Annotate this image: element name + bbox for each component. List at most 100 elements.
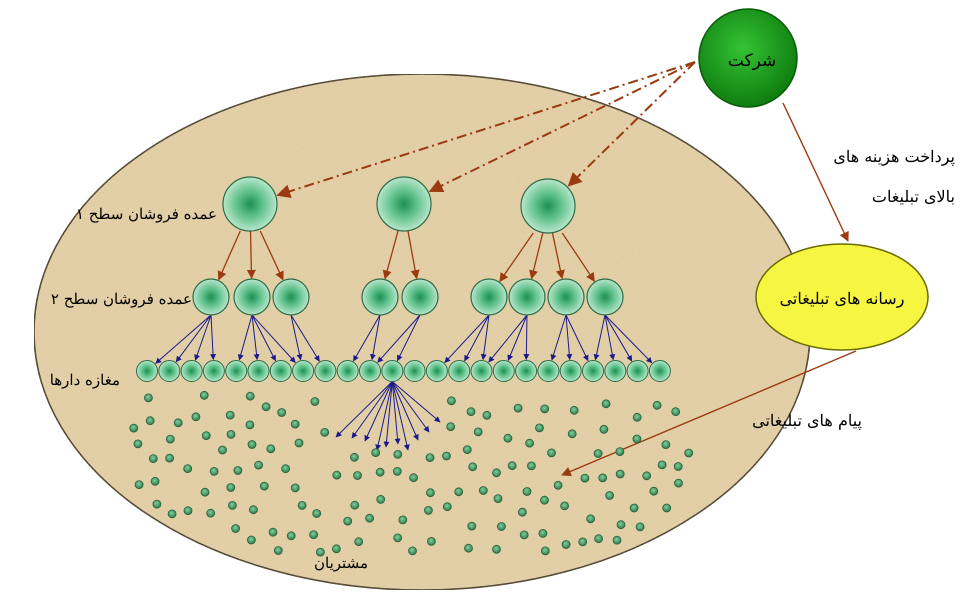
customer-dot — [350, 500, 360, 510]
customer-dot — [540, 404, 550, 414]
customer-dot — [673, 462, 683, 471]
customer-dot — [507, 461, 517, 471]
customer-dot — [513, 403, 523, 413]
customer-dot — [632, 412, 642, 422]
customer-dot — [464, 543, 473, 553]
customer-dot — [525, 438, 534, 448]
wholesaler2-to-shop-arrow — [290, 314, 320, 362]
wholesaler2-to-shop-arrow — [565, 314, 589, 362]
customer-dot — [580, 473, 590, 483]
customer-dot — [408, 546, 417, 556]
customer-dot — [201, 431, 211, 441]
customer-dot — [446, 422, 456, 432]
customer-dot — [261, 402, 271, 412]
customer-dot — [246, 535, 256, 545]
wholesaler-level2-node — [192, 278, 230, 316]
retail-shop-node — [559, 360, 582, 382]
customer-dot — [332, 470, 342, 480]
customer-dot — [371, 448, 381, 458]
customer-dot — [657, 460, 667, 470]
customer-dot — [375, 467, 385, 477]
customer-dot — [290, 419, 300, 429]
customer-dot — [183, 506, 193, 516]
customer-dot — [277, 408, 287, 417]
customer-dot — [376, 494, 386, 504]
shop-to-customer-arrow — [391, 381, 410, 451]
retail-shop-node — [492, 360, 515, 382]
customer-dot — [165, 453, 175, 463]
customer-dot — [409, 473, 419, 483]
wholesaler2-to-shop-arrow — [237, 314, 253, 361]
wholesaler1-to-wholesaler2-arrow — [382, 230, 399, 280]
wholesaler2-to-shop-arrow — [550, 314, 567, 361]
cost-label-line1: پرداخت هزینه های — [833, 147, 955, 166]
wholesaler-level2-node — [508, 278, 546, 316]
wholesaler2-to-shop-arrow — [290, 314, 303, 361]
retail-shop-node — [269, 360, 292, 382]
customer-dot — [281, 464, 291, 474]
customer-dot — [612, 535, 622, 545]
wholesaler2-to-shop-arrow — [464, 314, 490, 362]
customer-dot — [226, 429, 236, 439]
wholesaler2-to-shop-arrow — [210, 314, 217, 361]
customer-dot — [598, 473, 608, 483]
shop-to-customer-arrow — [391, 381, 430, 433]
retail-shop-node — [158, 360, 181, 382]
customer-dot — [315, 547, 325, 557]
retail-shop-node — [292, 360, 315, 382]
wholesaler1-to-wholesaler2-arrow — [561, 232, 595, 282]
ad-message-label: پیام های تبلیغاتی — [752, 411, 862, 430]
customer-dot — [496, 522, 506, 531]
wholesaler-level2-node — [586, 278, 624, 316]
customer-dot — [167, 509, 177, 519]
wholesaler2-to-shop-arrow — [604, 314, 616, 361]
retail-shop-node — [470, 360, 493, 382]
customer-dot — [527, 461, 536, 471]
customer-dot — [567, 429, 577, 439]
customer-dot — [393, 449, 403, 459]
customer-dot — [561, 540, 571, 549]
customer-dot — [268, 527, 278, 537]
customer-dot — [173, 418, 183, 428]
customers-label: مشتریان — [314, 554, 368, 572]
retail-shop-node — [626, 360, 649, 382]
wholesaler2-to-shop-arrow — [353, 314, 381, 362]
company-label: شرکت — [728, 51, 776, 71]
customer-dot — [150, 476, 160, 486]
customer-dot — [245, 420, 255, 430]
wholesaler-level2-node — [272, 278, 310, 316]
retail-shop-node — [537, 360, 560, 382]
customer-dot — [226, 483, 236, 492]
customer-dot — [365, 513, 375, 523]
customer-dot — [349, 452, 359, 462]
channel-nodes — [136, 176, 671, 382]
wholesaler1-to-wholesaler2-arrow — [259, 230, 284, 281]
wholesaler2-to-shop-arrow — [604, 314, 653, 364]
wholesaler2-to-shop-arrow — [488, 314, 528, 363]
wholesaler-level2-node — [470, 278, 508, 316]
customer-dot — [423, 505, 433, 515]
retail-shop-node — [381, 360, 404, 382]
customer-dot — [152, 499, 162, 509]
company-to-wholesaler1-arrow — [428, 61, 696, 193]
shop-to-customer-arrow — [351, 381, 393, 439]
wholesaler2-to-shop-arrow — [194, 314, 212, 361]
customer-dot — [442, 502, 452, 512]
customer-dot — [652, 400, 662, 410]
wholesaler-level2-node — [361, 278, 399, 316]
customer-dot — [206, 508, 216, 518]
wholesaler-level2-node — [547, 278, 585, 316]
customer-dot — [674, 478, 683, 488]
shop-to-customer-arrow — [375, 381, 393, 451]
customer-dot — [522, 487, 532, 496]
wholesaler2-to-shop-arrow — [444, 314, 490, 364]
customer-dot — [478, 486, 488, 495]
customer-dot — [148, 454, 158, 464]
retailers-label: مغازه دارها — [50, 371, 120, 389]
retail-shop-node — [448, 360, 471, 382]
customer-dot — [227, 500, 237, 510]
wholesaler2-to-shop-arrow — [251, 314, 276, 362]
shop-to-customer-arrow — [335, 381, 393, 438]
wholesaler1-to-wholesaler2-arrow — [407, 230, 420, 280]
customer-dot — [191, 412, 201, 422]
